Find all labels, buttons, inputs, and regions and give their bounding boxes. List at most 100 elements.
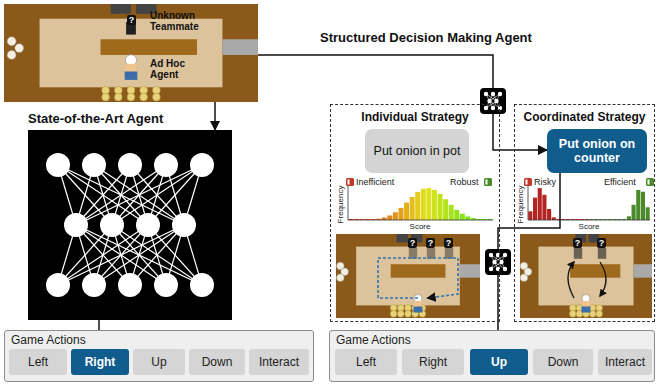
thumb-icon [646,178,654,186]
neuron [489,267,493,271]
node-text: Down [202,355,233,369]
serving-area [460,264,480,277]
histogram-bar [627,216,631,220]
pot [111,4,131,14]
flow-arrow [214,102,216,130]
histogram-bar [646,207,650,220]
action-button: Left [335,349,397,375]
action-panel: Game ActionsLeftRightUpDownInteract [4,330,314,382]
node-text: Put onion on counter [550,137,644,165]
histogram-bar [438,194,443,220]
onion [405,310,412,317]
outcome-label: Robust [450,177,479,187]
unknown-mark: ? [408,238,417,248]
action-button: Interact [249,349,309,375]
chef-body [582,307,591,313]
pass-arrow [600,262,606,296]
histogram-bar [538,188,542,220]
character-label: Unknown Teammate [150,10,210,32]
outcome-label: Inefficient [356,177,394,187]
onion [102,93,110,101]
unknown-mark: ? [597,238,606,248]
chef-face [414,301,422,307]
thumb-icon [524,178,532,186]
onion [596,310,603,317]
action-button: Interact [598,349,652,375]
neuron [46,273,70,297]
chef-body [414,307,423,313]
node-text: Left [356,355,376,369]
axis-label: Frequency [516,185,525,223]
thumb-icon [526,180,528,185]
node-text: Interact [605,355,645,369]
neuron [154,153,178,177]
node-text: Put onion in pot [374,144,461,158]
histogram-bar [454,210,459,220]
figure-shape [528,220,650,221]
teammate-body [445,248,453,259]
character-label: Ad Hoc Agent [150,58,202,80]
node-text: Up [151,355,166,369]
action-button: Right [71,349,129,375]
action-button: Down [189,349,245,375]
histogram-bar [641,192,645,220]
node-text: Up [491,355,507,369]
kitchen-counter [391,264,446,277]
neuron [484,92,488,96]
kitchen-wall [4,4,258,102]
neuron [118,153,142,177]
strategy-region: Coordinated StrategyPut onion on counter [514,104,655,322]
neuron [64,213,88,237]
axis-label: Score [410,222,431,231]
action-button: Up [133,349,185,375]
kitchen-floor [356,247,460,306]
pot [396,234,408,242]
action-button: Up [470,349,528,375]
strategy-box: Put onion on counter [547,129,647,173]
figure-shape [348,220,493,221]
network-box [28,130,232,320]
teammate-body [409,248,417,259]
agent-heading: Structured Decision Making Agent [320,30,532,45]
onion [152,93,160,101]
onion [15,44,24,53]
strategy-box: Put onion in pot [365,129,469,173]
neuron [494,99,498,103]
neuron [82,273,106,297]
kitchen-floor [538,247,633,306]
thumb-icon [484,178,492,186]
neural-network: State-of-the-Art Agent [28,130,232,320]
histogram-bar [404,203,409,220]
path-arrow [378,258,458,298]
thumb-icon [648,180,650,185]
histogram-bar [528,211,532,220]
unknown-mark: ? [127,15,136,25]
chef-body [125,72,138,80]
histogram-bar [449,205,454,220]
neuron [190,153,214,177]
histogram-bar [426,188,431,220]
onion [569,310,576,317]
neuron [492,260,496,264]
thumb-icon [346,178,354,186]
neuron [503,267,507,271]
action-button: Down [533,349,593,375]
onion [397,310,404,317]
outcome-label: Efficient [604,177,636,187]
onion [140,93,148,101]
neuron [491,92,495,96]
teammate-body [598,248,606,259]
neuron [82,153,106,177]
agent-heading: State-of-the-Art Agent [28,111,163,126]
histogram-bar [387,215,392,220]
network-icon [480,88,506,114]
serving-area [634,264,652,277]
figure-shape [130,225,184,285]
histogram-bar [443,199,448,220]
kitchen-wall [336,234,480,318]
histogram-bar [410,197,415,220]
action-button: Left [9,349,67,375]
neuron [118,273,142,297]
neuron [498,92,502,96]
pass-arrow [568,262,574,298]
